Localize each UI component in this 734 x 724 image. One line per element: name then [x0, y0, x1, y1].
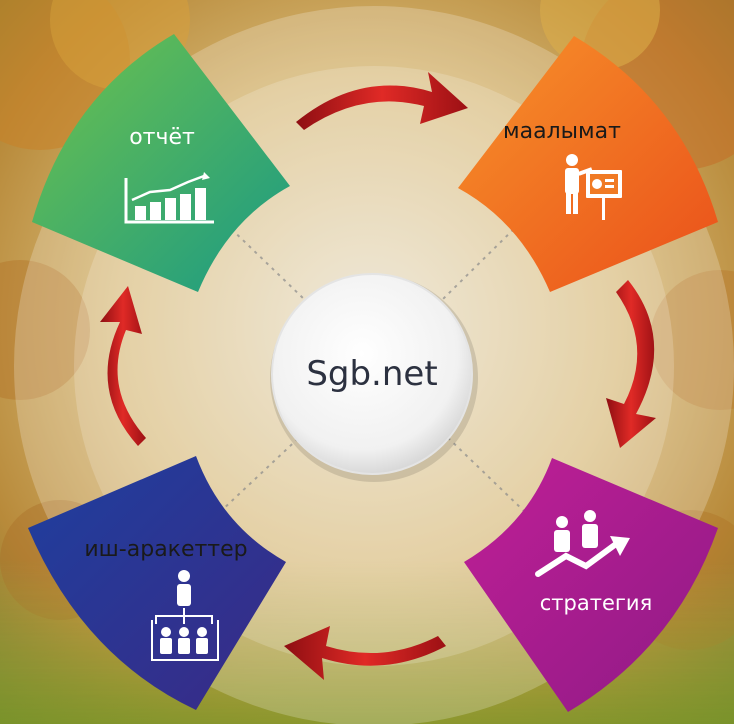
strategy-label: стратегия: [540, 591, 652, 615]
arrow-bottom-icon: [284, 626, 446, 680]
report-label: отчёт: [129, 125, 195, 150]
spokes: [219, 217, 526, 513]
hierarchy-icon: [151, 570, 219, 661]
arrow-left-icon: [100, 286, 146, 446]
actions-label: иш-аракеттер: [84, 537, 247, 562]
team-growth-icon: [535, 510, 630, 577]
arrow-top-icon: [296, 72, 468, 130]
center-label: Sgb.net: [306, 354, 437, 394]
arrow-right-icon: [606, 280, 656, 448]
segment-report: отчёт: [32, 34, 290, 292]
segment-actions: иш-аракеттер: [28, 456, 286, 710]
info-label: маалымат: [503, 119, 621, 144]
cycle-arrows: [100, 72, 656, 680]
center-node: Sgb.net: [270, 273, 478, 482]
segment-info: маалымат: [458, 36, 718, 292]
segment-strategy: стратегия: [464, 458, 718, 712]
bar-chart-icon: [124, 172, 214, 224]
presenter-icon: [565, 154, 622, 220]
